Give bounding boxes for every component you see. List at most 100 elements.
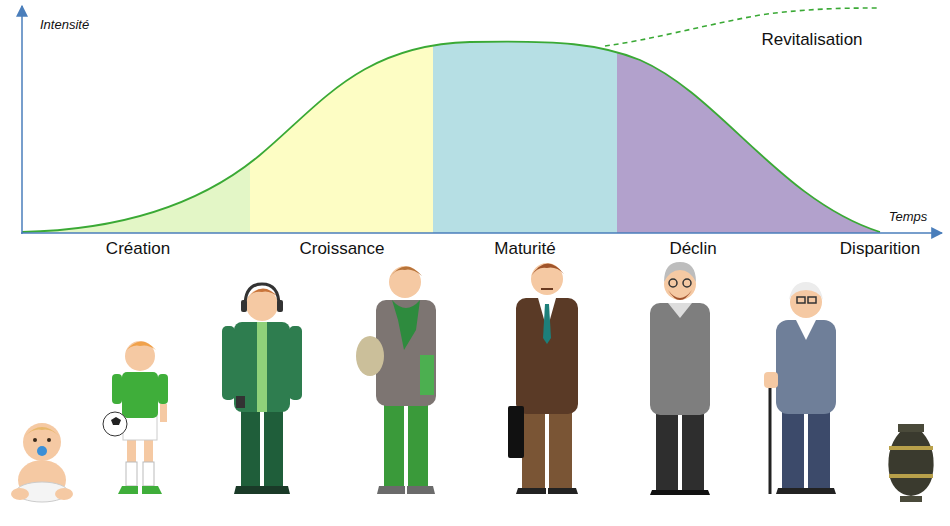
illustration-path	[245, 284, 279, 306]
illustration-circle	[47, 438, 51, 442]
axis-label: Intensité	[40, 18, 89, 33]
life-curve	[22, 42, 880, 232]
illustration-rect	[234, 322, 290, 412]
illustration-rect	[889, 474, 933, 478]
illustration-rect	[889, 446, 933, 450]
illustration-circle	[669, 279, 677, 287]
illustration-rect	[277, 300, 283, 312]
illustration-rect	[797, 297, 805, 303]
illustration-path	[796, 320, 816, 340]
illustration-path	[389, 266, 422, 278]
growth-band	[250, 0, 433, 233]
illustration-rect	[264, 408, 283, 488]
illustration-path	[541, 288, 553, 290]
illustration-path	[407, 486, 435, 494]
illustration-circle	[33, 438, 37, 442]
illustration-path	[548, 488, 578, 494]
illustration-path	[234, 486, 262, 494]
illustration-path	[650, 490, 680, 495]
illustration-path	[111, 417, 121, 425]
illustration-rect	[549, 410, 572, 490]
illustration-line	[769, 385, 772, 494]
illustration-path	[543, 304, 551, 344]
illustration-path	[125, 341, 156, 352]
illustration-path	[806, 488, 836, 494]
illustration-rect	[236, 396, 245, 408]
illustration-rect	[376, 300, 436, 406]
illustration-path	[516, 488, 546, 494]
phase-label: Disparition	[840, 239, 920, 259]
illustration-path	[531, 263, 564, 276]
illustration-circle	[125, 341, 155, 371]
decline-band	[617, 0, 880, 233]
illustration-path	[262, 486, 290, 494]
illustration-circle	[23, 423, 61, 461]
child-figure	[103, 341, 168, 494]
illustration-circle	[531, 263, 563, 295]
illustration-rect	[408, 402, 428, 488]
illustration-rect	[682, 412, 704, 492]
illustration-rect	[122, 372, 158, 418]
illustration-rect	[764, 372, 778, 388]
phase-bands	[22, 0, 880, 233]
illustration-rect	[776, 320, 836, 414]
y-axis	[21, 6, 23, 234]
illustration-rect	[143, 462, 154, 486]
illustration-rect	[222, 326, 235, 400]
illustration-path	[392, 300, 420, 350]
maturity-band	[433, 0, 617, 233]
x-axis	[21, 232, 942, 234]
illustration-path	[888, 432, 933, 496]
young-adult-figure	[356, 266, 436, 494]
illustration-path	[668, 303, 692, 318]
illustration-rect	[384, 402, 404, 488]
illustration-rect	[508, 406, 524, 458]
phase-label: Création	[106, 239, 170, 259]
illustration-path	[25, 427, 59, 436]
creation-band	[22, 0, 250, 233]
teenager-figure	[222, 284, 302, 494]
illustration-rect	[241, 408, 260, 488]
illustration-rect	[241, 300, 247, 312]
phase-label: Croissance	[299, 239, 384, 259]
illustration-circle	[37, 446, 47, 456]
illustration-circle	[389, 266, 421, 298]
illustration-rect	[289, 326, 302, 400]
illustration-path	[142, 486, 162, 494]
illustration-rect	[808, 297, 816, 303]
senior-figure	[650, 262, 710, 495]
illustration-path	[664, 262, 696, 282]
illustration-rect	[112, 374, 122, 404]
illustration-path	[900, 496, 922, 502]
illustration-rect	[420, 355, 434, 395]
illustration-rect	[650, 303, 710, 415]
illustration-rect	[656, 412, 678, 492]
illustration-circle	[103, 412, 127, 436]
illustration-rect	[158, 374, 168, 404]
illustration-path	[776, 488, 806, 494]
illustration-rect	[522, 410, 545, 490]
phase-label: Déclin	[669, 239, 716, 259]
illustration-rect	[808, 410, 830, 490]
illustration-path	[377, 486, 405, 494]
illustration-path	[789, 282, 823, 300]
urn-figure	[888, 424, 933, 502]
phase-label: Maturité	[494, 239, 555, 259]
elderly-figure	[764, 282, 836, 494]
illustration-rect	[160, 404, 167, 422]
illustration-rect	[126, 462, 137, 486]
illustration-circle	[683, 279, 691, 287]
illustration-path	[118, 486, 138, 494]
curve-label: Revitalisation	[761, 30, 862, 50]
illustration-path	[668, 290, 692, 300]
illustration-rect	[257, 322, 267, 412]
illustration-rect	[516, 298, 578, 414]
illustration-path	[898, 424, 924, 432]
illustration-path	[680, 490, 710, 495]
illustration-rect	[782, 410, 804, 490]
adult-figure	[508, 263, 578, 494]
axis-label: Temps	[889, 210, 928, 225]
baby-figure	[11, 423, 73, 502]
